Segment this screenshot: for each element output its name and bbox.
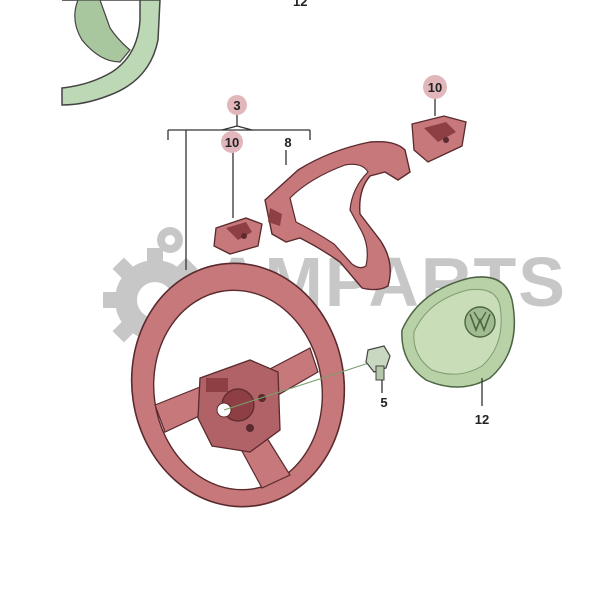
- callout-group-3: 3: [227, 95, 247, 115]
- context-wheel-fragment: [61, 0, 161, 106]
- callout-label-5: 5: [380, 395, 387, 410]
- right-switch: [411, 115, 467, 163]
- steering-wheel: [130, 262, 346, 508]
- trim-cover: [264, 140, 411, 291]
- callout-right-switch-10: 10: [423, 75, 447, 116]
- bolt: [223, 345, 391, 411]
- callout-label-right-10: 10: [428, 80, 442, 95]
- callout-left-switch-10: 10: [221, 131, 243, 153]
- callout-label-3: 3: [233, 98, 240, 113]
- vw-logo-icon: [464, 306, 496, 338]
- callout-label-8: 8: [284, 135, 291, 150]
- group-bracket: [167, 112, 311, 270]
- left-switch: [213, 217, 263, 255]
- callout-label-left-10: 10: [225, 135, 239, 150]
- callout-label-airbag-12: 12: [475, 412, 489, 427]
- airbag-module: [401, 276, 516, 406]
- callout-label-top-12: 12: [293, 0, 307, 9]
